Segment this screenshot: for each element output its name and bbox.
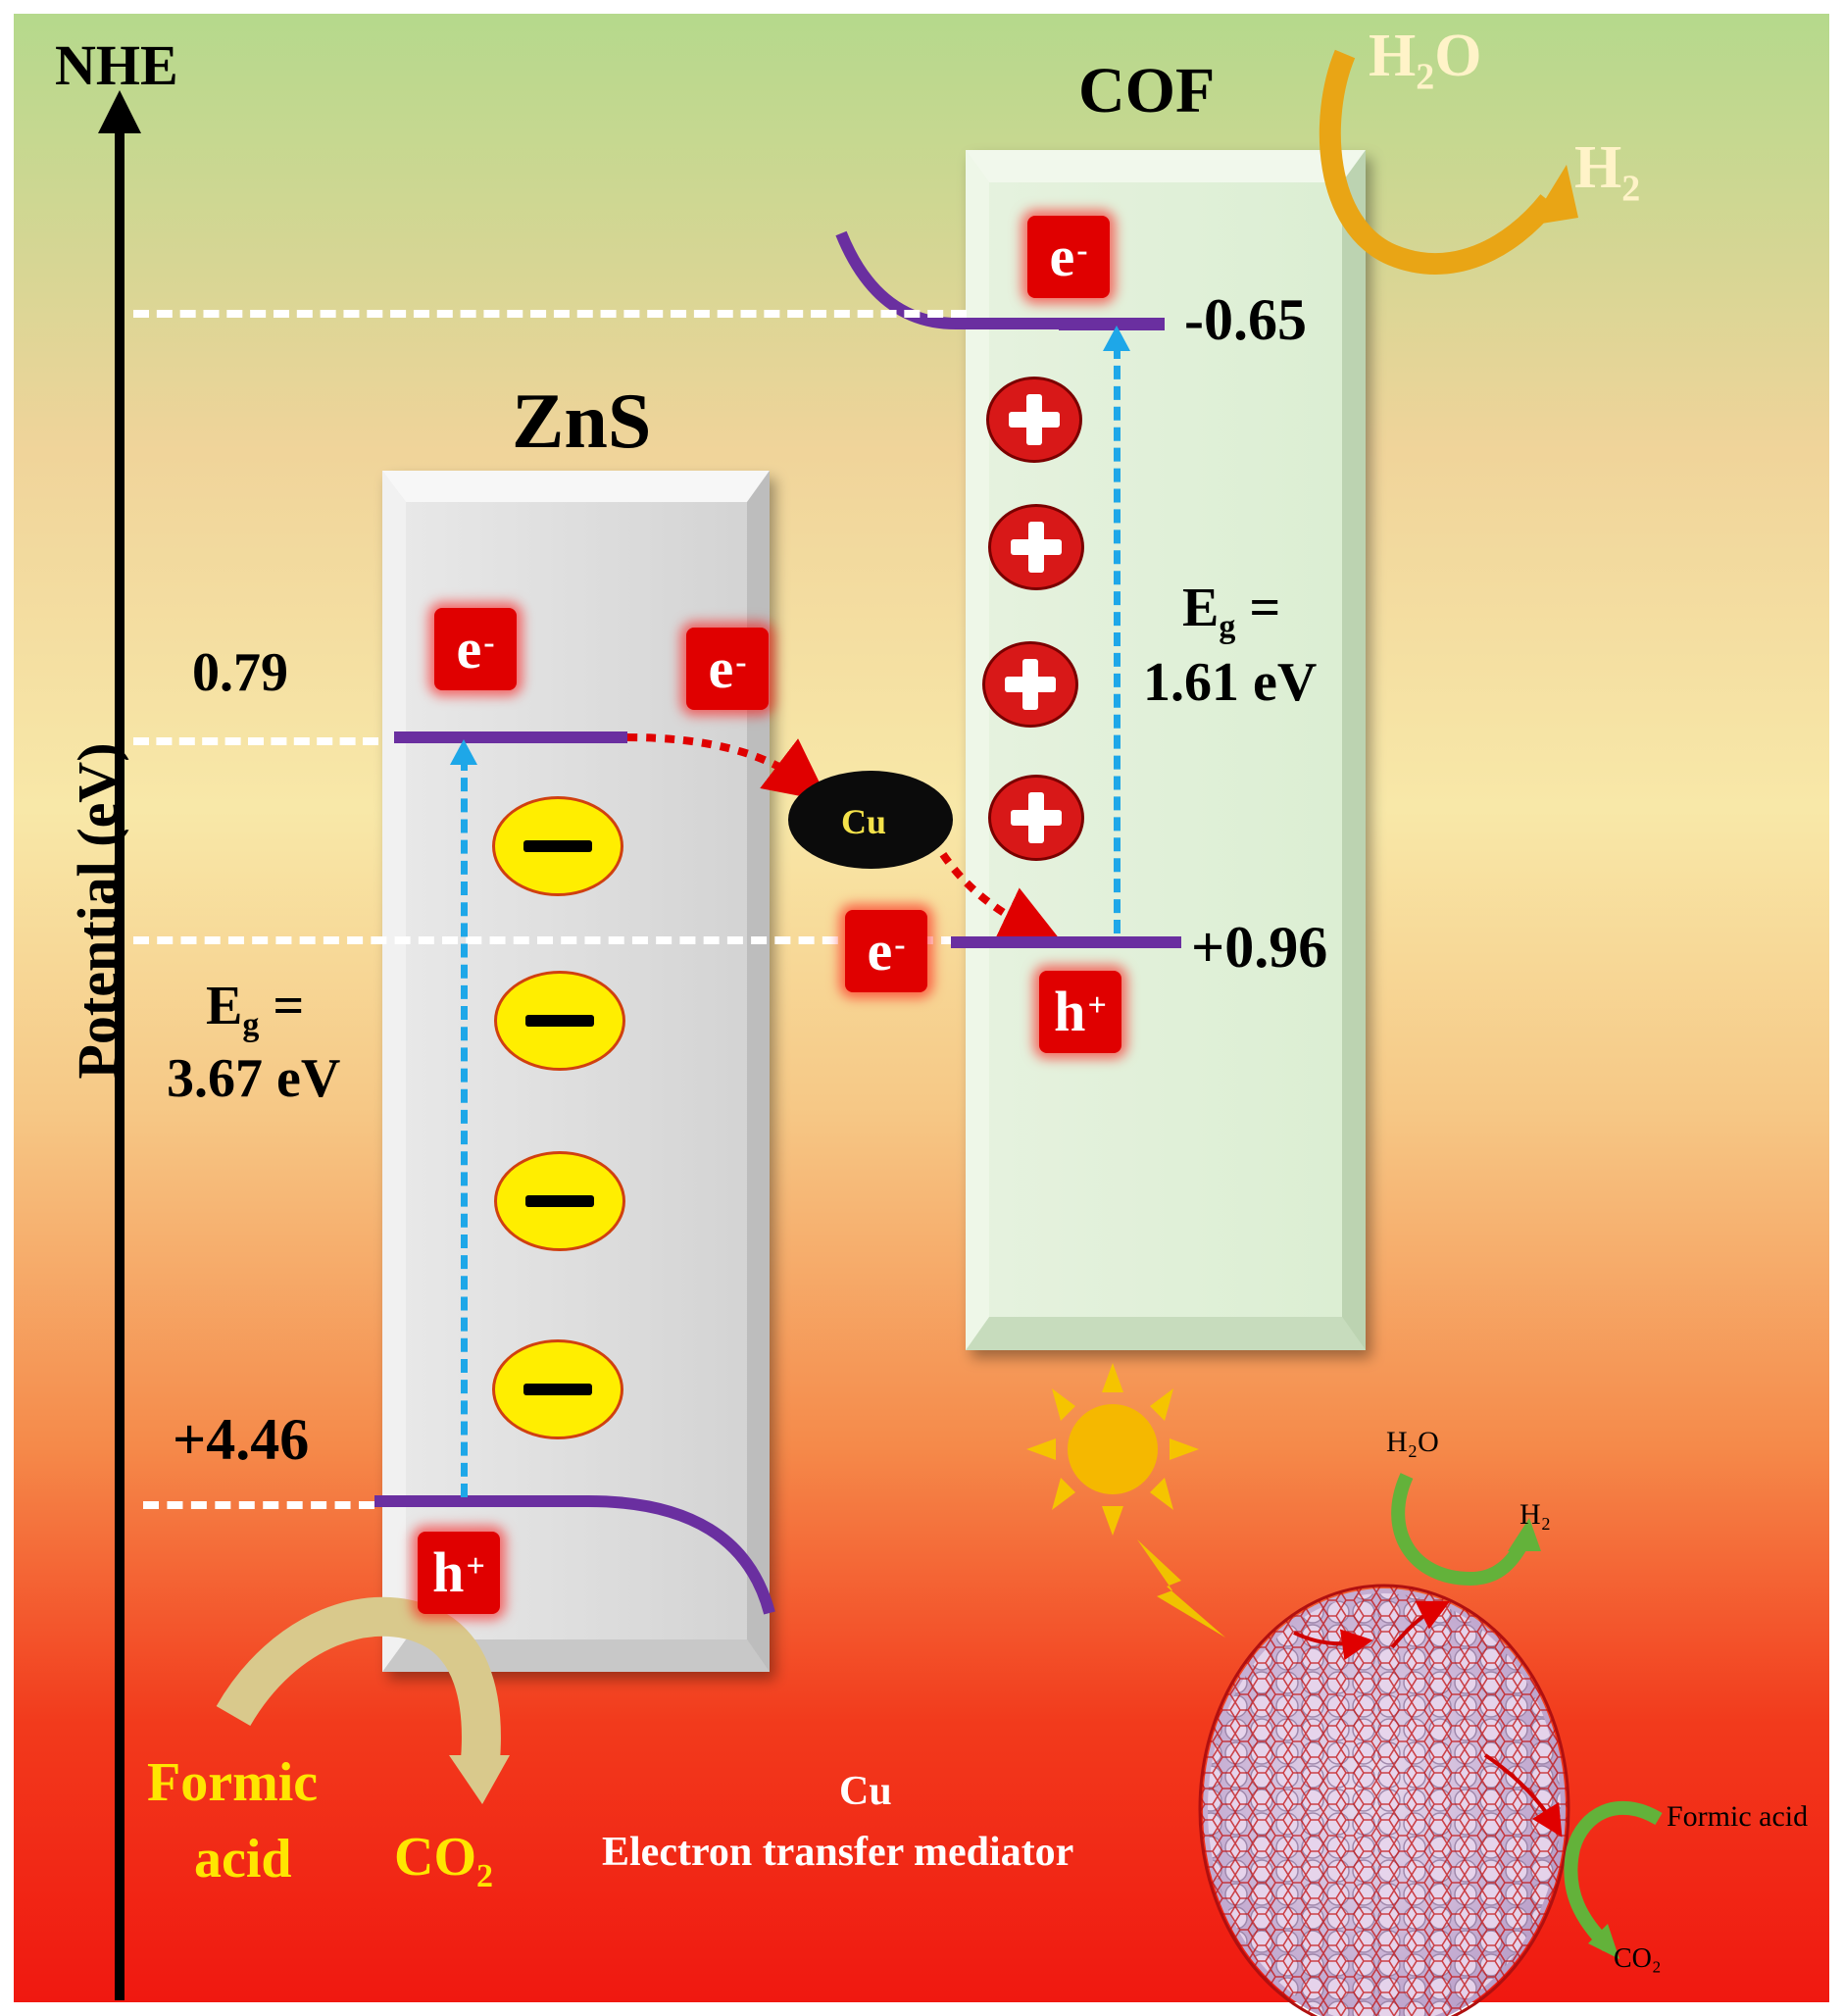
mediator-electron-chip: e- [845,910,927,992]
zns-bandgap-value: 3.67 eV [167,1048,341,1109]
minus-charge-icon [492,796,623,896]
mediator-caption-line2: Electron transfer mediator [602,1830,1074,1875]
zns-reactant-label-line2: acid [194,1829,292,1890]
zns-conduction-band [394,731,627,743]
cof-excitation-arrowhead [1103,326,1130,351]
cof-conduction-band [1059,319,1165,330]
cu-particle-label: Cu [841,802,887,841]
plus-charge-icon [988,504,1084,590]
zns-product-label: CO2 [394,1827,493,1895]
zns-excitation-arrow [461,757,468,1497]
cof-excitation-arrow [1114,345,1121,933]
cof-vb-guide-line [133,936,957,944]
cof-reactant-label: H2O [1369,23,1482,98]
zns-excitation-arrowhead [450,739,477,765]
zns-hole-chip: h+ [418,1532,500,1614]
cof-cb-value: -0.65 [1184,287,1307,352]
zns-reactant-label-line1: Formic [147,1752,319,1813]
zns-title: ZnS [512,378,652,465]
cof-valence-band [951,936,1181,948]
plus-charge-icon [982,641,1078,728]
cof-title: COF [1078,55,1216,126]
minus-charge-icon [492,1339,623,1439]
cof-bandgap-label: Eg = [1182,578,1281,646]
inset-water-label: H₂O [1386,1426,1439,1458]
axis-side-label: Potential (eV) [66,742,129,1080]
plus-charge-icon [988,775,1084,861]
zns-electron-chip: e- [434,608,517,690]
zns-cb-guide-line [133,737,378,745]
nanocomposite-sphere-icon [1198,1473,1663,2016]
minus-charge-icon [494,971,625,1071]
inset-formic-label: Formic acid [1667,1800,1809,1833]
zns-vb-guide-line [143,1501,374,1509]
cof-product-label: H2 [1574,134,1641,210]
cof-hole-chip: h+ [1039,971,1121,1053]
zns-vb-value: +4.46 [173,1407,310,1472]
inset-co2-label: CO₂ [1614,1943,1662,1974]
plus-charge-icon [986,377,1082,463]
zns-bandgap-label: Eg = [206,976,305,1044]
cof-cb-guide-line [133,310,967,318]
zns-transfer-electron-chip: e- [686,628,769,710]
axis-top-label: NHE [55,33,178,97]
minus-charge-icon [494,1151,625,1251]
mediator-caption-line1: Cu [839,1769,892,1814]
sun-icon [1026,1363,1225,1638]
cof-bandgap-value: 1.61 eV [1143,652,1318,713]
cof-electron-chip: e- [1027,216,1110,298]
zns-cb-value: 0.79 [192,642,288,703]
inset-hydrogen-label: H₂ [1519,1498,1552,1531]
cof-vb-value: +0.96 [1191,915,1328,980]
